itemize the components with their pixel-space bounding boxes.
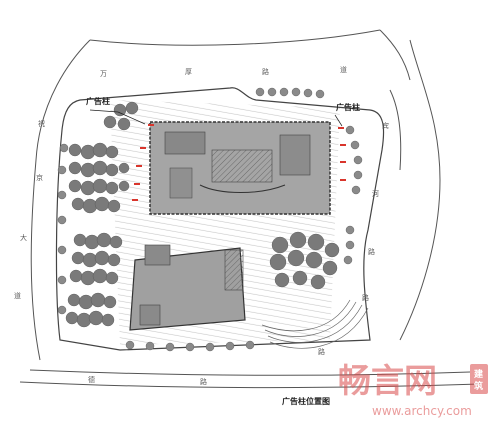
street-bottom-char-2: 路 — [200, 377, 207, 386]
amphitheater — [261, 299, 369, 349]
street-left-char-3: 大 — [20, 233, 27, 242]
label-leaders — [89, 109, 343, 127]
main-building — [149, 121, 331, 215]
watermark-seal — [470, 364, 488, 394]
road-lines — [19, 29, 481, 389]
street-right-char-1: 宾 — [382, 121, 389, 130]
watermark-brand: 畅言网 — [338, 361, 437, 400]
street-left-char-4: 道 — [14, 291, 21, 300]
figure-caption: 广告柱位置图 — [282, 396, 330, 406]
watermark-seal-text-2: 筑 — [474, 380, 483, 392]
site-boundary — [55, 87, 385, 351]
street-top-char-1: 万 — [100, 70, 107, 78]
perimeter-trees — [57, 87, 363, 352]
street-bottom-char-3: 路 — [318, 347, 325, 356]
street-right-char-2: 河 — [372, 190, 379, 198]
street-left-char-1: 祝 — [38, 119, 45, 128]
street-bottom-char-1: 德 — [88, 375, 95, 384]
billboard-label-right: 广告柱 — [336, 102, 360, 112]
watermark-seal-text-1: 建 — [474, 368, 484, 380]
street-top-char-2: 厚 — [185, 68, 192, 76]
street-top-char-3: 路 — [262, 67, 269, 76]
billboard-label-left: 广告柱 — [86, 96, 110, 106]
watermark-url: www.archcy.com — [372, 404, 472, 418]
secondary-building — [129, 244, 246, 331]
tree-clusters — [65, 101, 340, 328]
billboard-markers — [132, 124, 346, 201]
street-right-char-3: 路 — [368, 247, 375, 256]
street-right-char-4: 路 — [362, 293, 369, 302]
street-top-char-4: 道 — [340, 65, 347, 74]
street-left-char-2: 京 — [36, 173, 43, 182]
watermark: 畅言网 建 筑 www.archcy.com — [338, 361, 488, 418]
street-labels: 万 厚 路 道 祝 京 大 道 宾 河 路 路 德 路 路 — [14, 65, 389, 386]
